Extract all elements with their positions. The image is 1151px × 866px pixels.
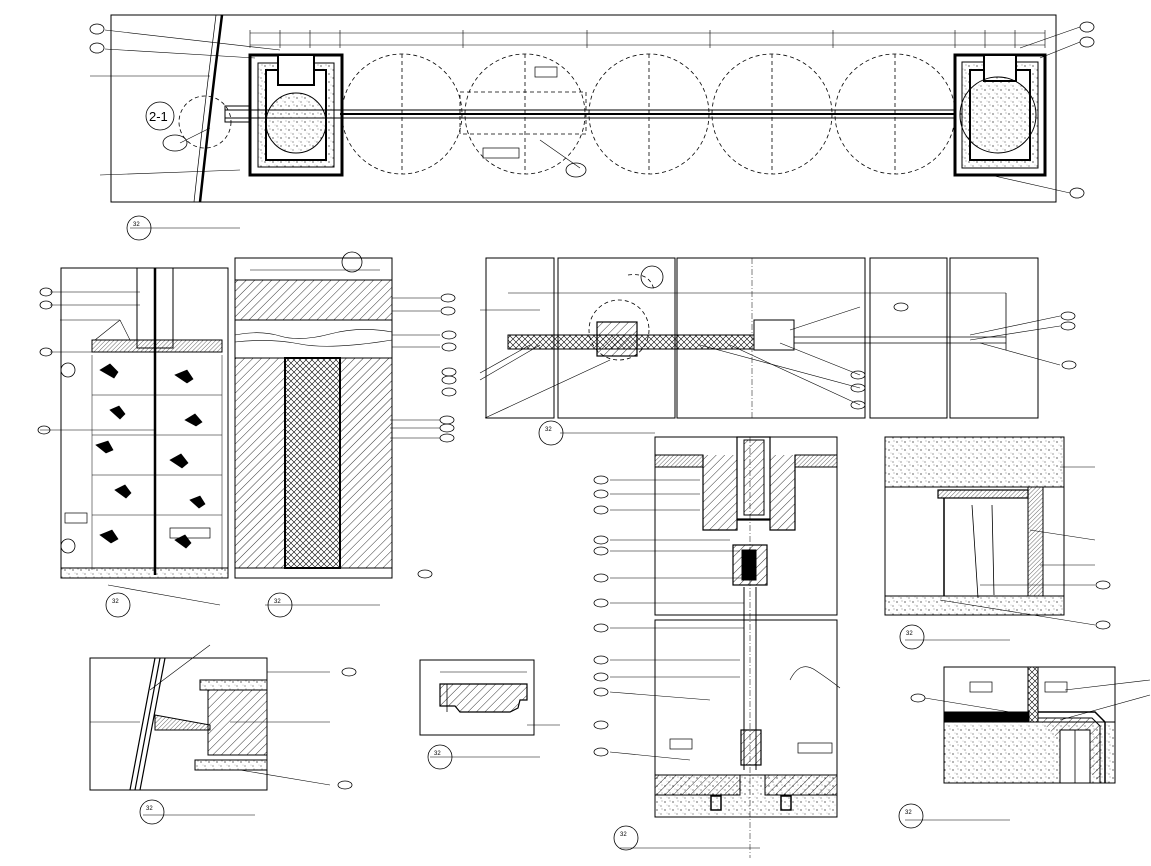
horizontal-section-view <box>479 257 1077 446</box>
elevation-stone-view <box>37 267 229 618</box>
title-number-bl: 32 <box>146 806 153 812</box>
vertical-section-view <box>593 436 841 858</box>
title-number-elev-b: 32 <box>274 599 281 605</box>
title-number-prof: 32 <box>434 751 441 757</box>
profile-detail-view <box>419 659 560 770</box>
title-number-r1: 32 <box>906 631 913 637</box>
elevation-louvre-view <box>234 251 457 618</box>
title-number-elev-a: 32 <box>112 599 119 605</box>
title-number-plan: 32 <box>133 222 140 228</box>
plan-view <box>89 14 1095 241</box>
detail-bottom-left-view <box>89 644 357 825</box>
title-number-r2: 32 <box>905 810 912 816</box>
detail-right-bottom-view <box>898 666 1151 829</box>
title-number-strip: 32 <box>545 427 552 433</box>
section-mark-label: 2-1 <box>149 109 168 124</box>
title-number-vsec: 32 <box>620 832 627 838</box>
detail-right-top-view <box>884 436 1111 650</box>
